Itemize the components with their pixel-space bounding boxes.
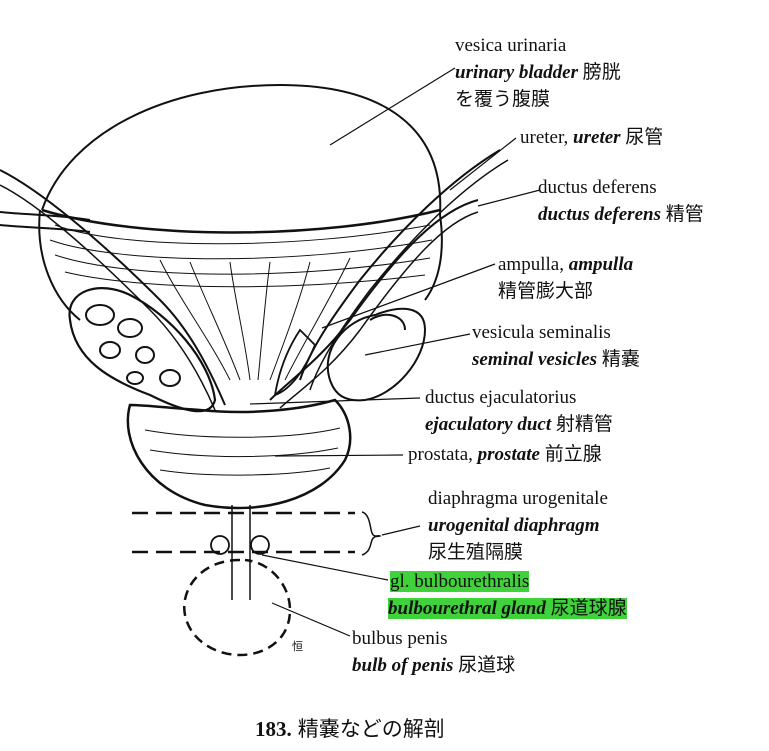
label-ejac-english: ejaculatory duct 射精管: [425, 414, 613, 436]
right-ductus: [269, 199, 479, 401]
bulbo-latin-highlight: gl. bulbourethralis: [390, 571, 530, 592]
right-seminal-vesicle: [326, 307, 427, 402]
label-bulbo-latin: gl. bulbourethralis: [390, 571, 530, 593]
ampulla: [273, 328, 317, 397]
prostata-latin: prostata,: [408, 444, 473, 465]
label-ampulla: ampulla, ampulla: [498, 254, 633, 276]
ureter-latin: ureter,: [520, 127, 569, 148]
bulbourethral-gland-left: [210, 535, 230, 555]
label-diaphragm-jp: 尿生殖隔膜: [428, 542, 524, 563]
diaphragm-brace: [361, 511, 382, 556]
vesicula-en: seminal vesicles: [472, 349, 598, 370]
figure-caption: 183.精嚢などの解剖: [255, 713, 445, 743]
bladder-en: urinary bladder: [455, 62, 578, 83]
left-seminal-vesicle: [68, 287, 217, 413]
label-ductus-english: ductus deferens 精管: [538, 204, 704, 226]
label-diaphragm-latin: diaphragma urogenitale: [428, 488, 608, 509]
ureter-en: ureter: [573, 127, 621, 148]
left-ureter: [0, 169, 226, 406]
bulbo-jp-highlight: 尿道球腺: [550, 598, 627, 619]
label-ampulla-jp: 精管膨大部: [498, 281, 594, 302]
ampulla-en: ampulla: [568, 254, 634, 275]
label-ureter: ureter, ureter 尿管: [520, 127, 663, 149]
label-ejac-latin: ductus ejaculatorius: [425, 387, 577, 408]
label-bladder-latin: vesica urinaria: [455, 35, 567, 56]
caption-number: 183.: [255, 717, 292, 741]
bulbo-en-highlight: bulbourethral gland: [388, 598, 546, 619]
ejac-jp: 射精管: [555, 414, 613, 435]
ductus-en: ductus deferens: [538, 204, 661, 225]
label-ductus-latin: ductus deferens: [538, 177, 657, 198]
label-bulbo-english: bulbourethral gland 尿道球腺: [388, 598, 627, 620]
prostate: [126, 398, 352, 510]
bulbus-jp: 尿道球: [458, 655, 516, 676]
label-bulbus-english: bulb of penis 尿道球: [352, 655, 515, 677]
label-bulbus-latin: bulbus penis: [352, 628, 448, 649]
ureter-jp: 尿管: [625, 127, 664, 148]
label-prostata: prostata, prostate 前立腺: [408, 444, 602, 466]
bladder-body: [38, 209, 443, 321]
left-ductus: [0, 211, 91, 221]
ejac-en: ejaculatory duct: [425, 414, 552, 435]
label-bladder-english: urinary bladder 膀胱: [455, 62, 621, 84]
bulb-of-penis: [183, 558, 292, 657]
caption-text: 精嚢などの解剖: [297, 717, 445, 741]
peritoneum-edge: [41, 208, 441, 234]
leader-lines: [249, 67, 541, 637]
bulbourethral-gland-right: [250, 535, 270, 555]
bulbus-en: bulb of penis: [352, 655, 454, 676]
ductus-jp: 精管: [665, 204, 704, 225]
prostata-jp: 前立腺: [544, 444, 602, 465]
label-vesicula-english: seminal vesicles 精嚢: [472, 349, 640, 371]
prostata-en: prostate: [477, 444, 540, 465]
bladder-fibers: [49, 224, 433, 381]
bladder-dome: [41, 83, 442, 216]
ampulla-latin: ampulla,: [498, 254, 564, 275]
label-bladder-jp2: を覆う腹膜: [455, 89, 551, 110]
artist-signature: 恒: [292, 641, 303, 653]
bladder-jp: 膀胱: [582, 62, 621, 83]
label-vesicula-latin: vesicula seminalis: [472, 322, 611, 343]
label-diaphragm-english: urogenital diaphragm: [428, 515, 600, 536]
vesicula-jp: 精嚢: [601, 349, 640, 370]
urethra: [231, 505, 251, 600]
